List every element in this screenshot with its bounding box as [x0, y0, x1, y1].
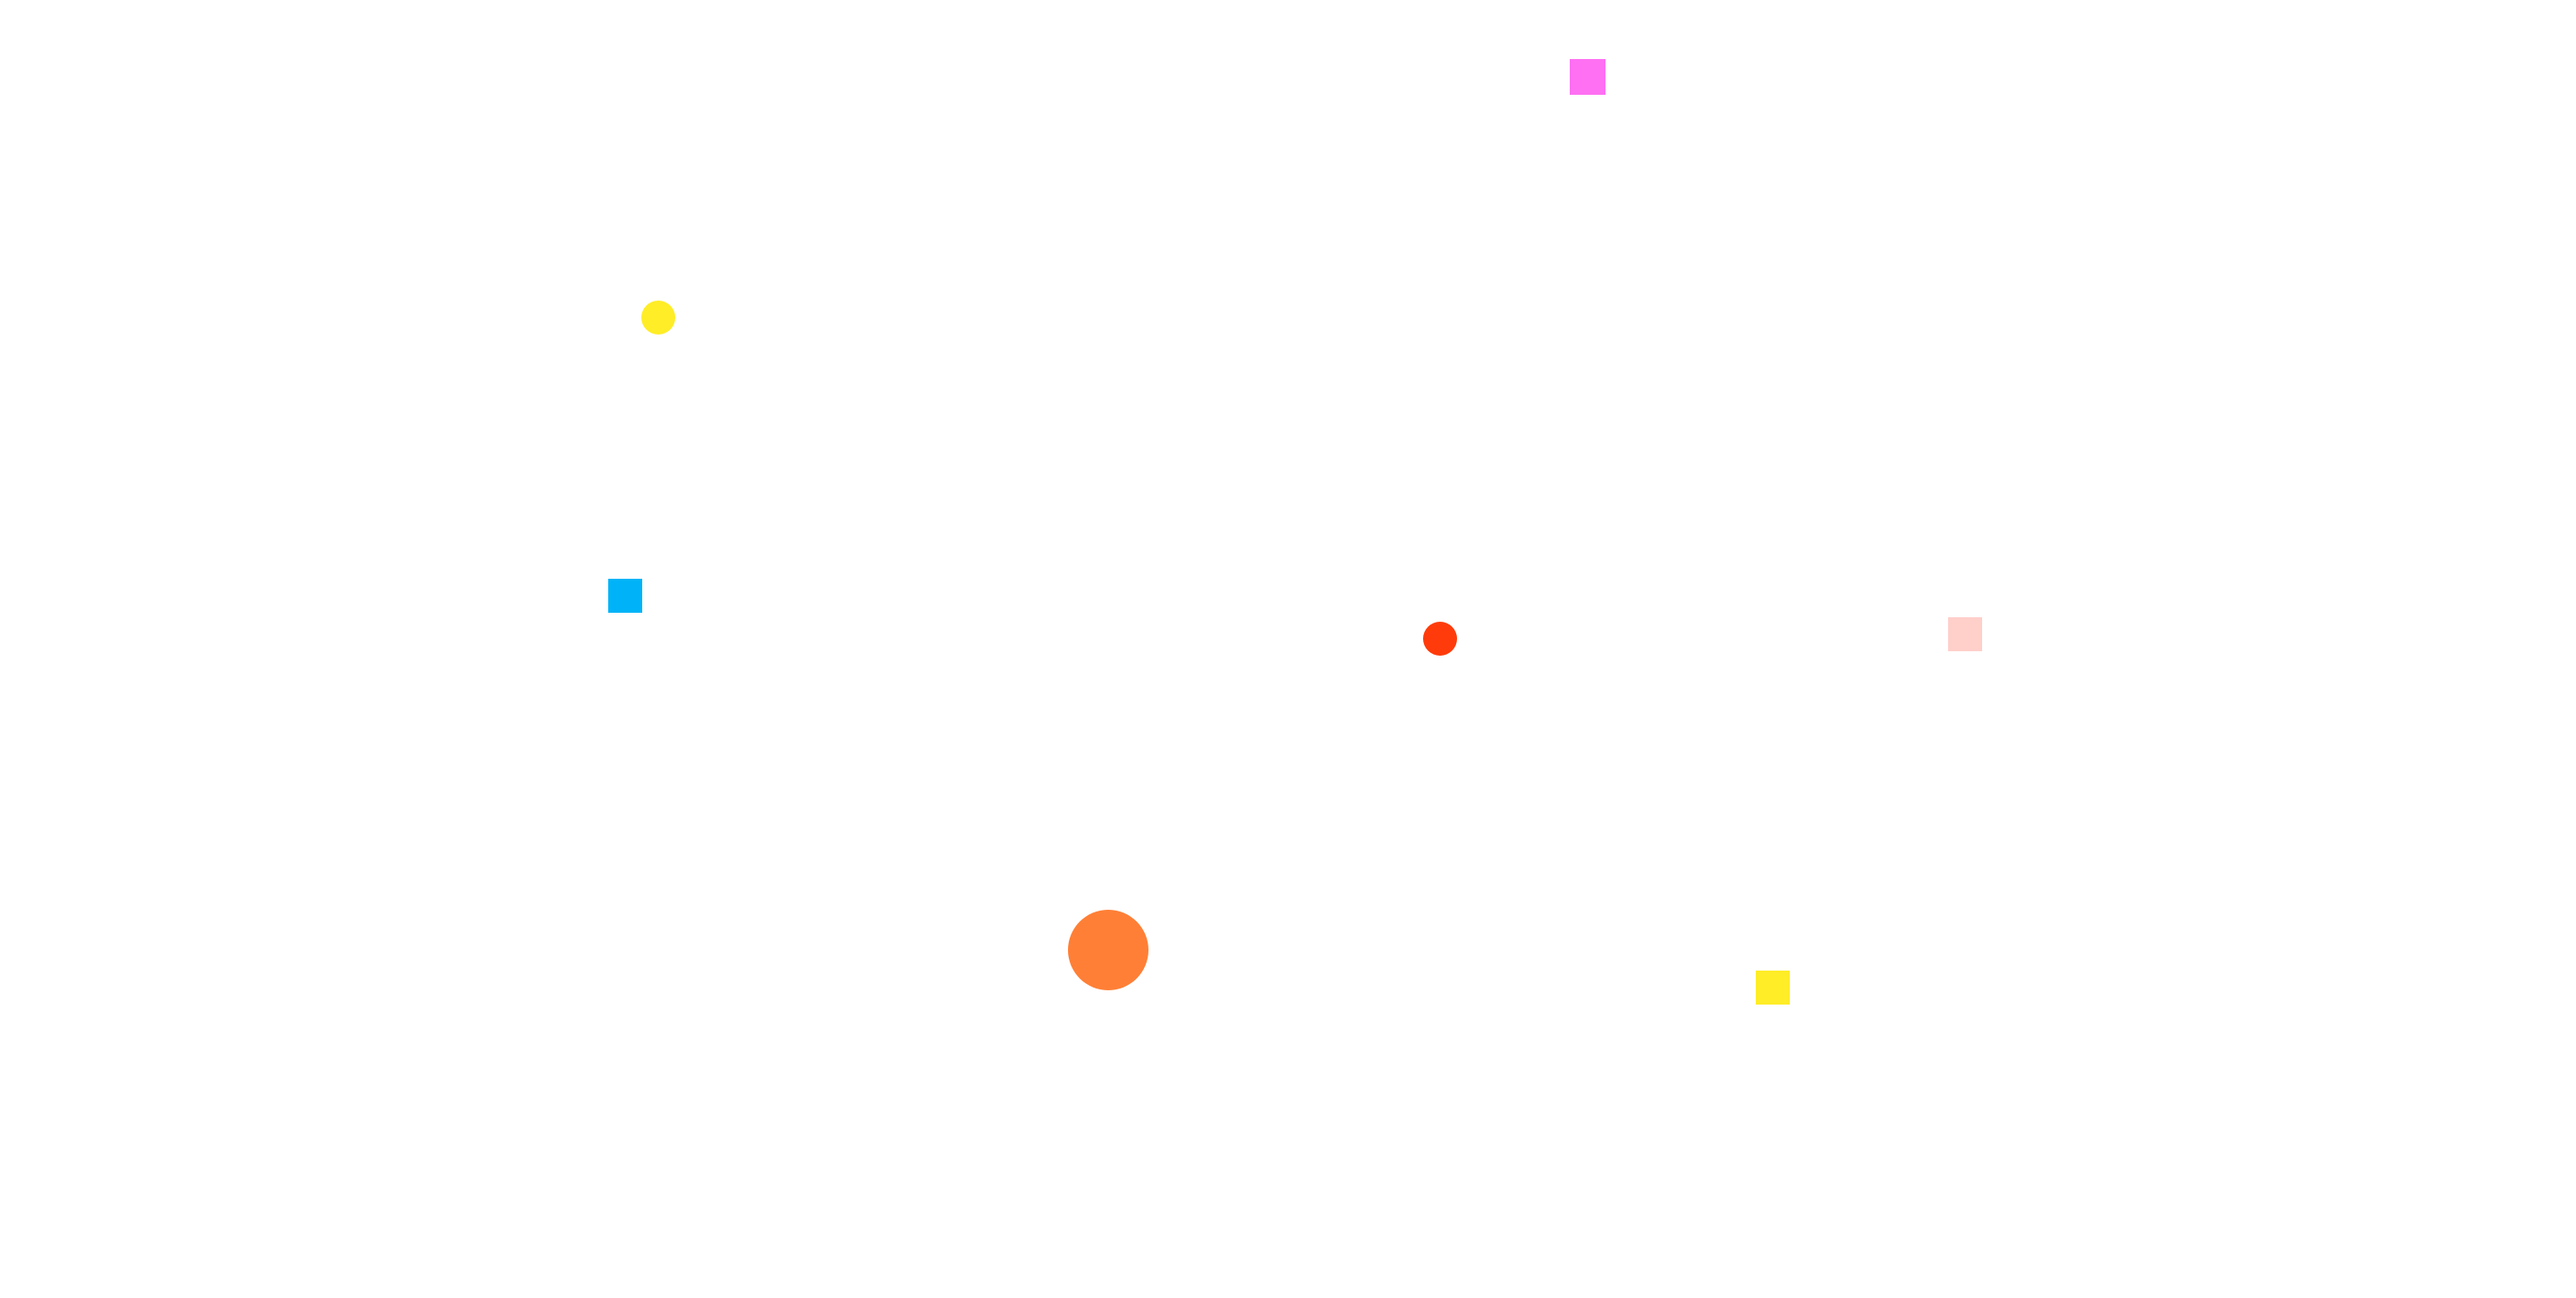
blue-square[interactable] — [608, 579, 642, 613]
red-circle[interactable] — [1423, 622, 1457, 656]
orange-circle-large[interactable] — [1068, 910, 1148, 990]
yellow-circle-small[interactable] — [641, 301, 675, 335]
yellow-square[interactable] — [1756, 971, 1790, 1005]
pink-square[interactable] — [1948, 617, 1982, 651]
magenta-square[interactable] — [1570, 59, 1606, 95]
